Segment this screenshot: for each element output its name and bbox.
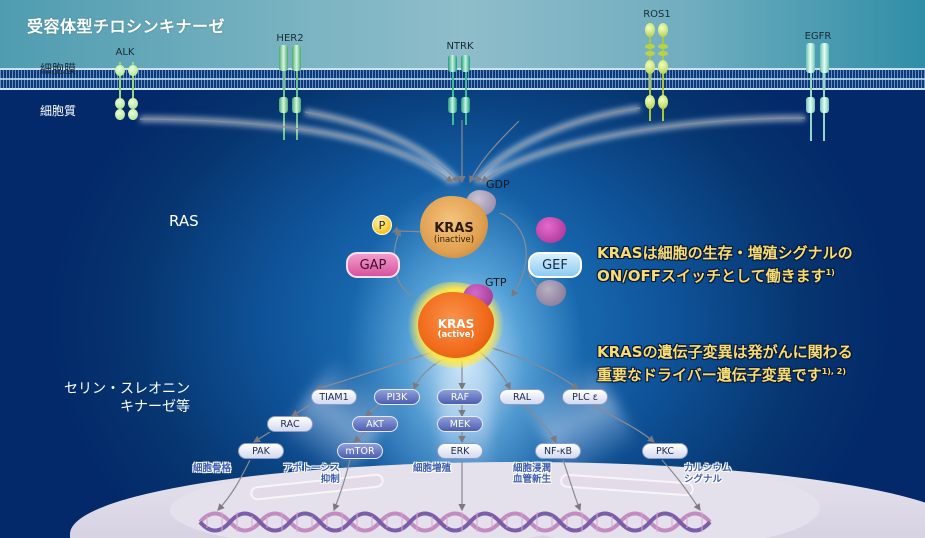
callout-driver-line2: 重要なドライバー遺伝子変異です xyxy=(597,366,822,384)
effect-proliferation: 細胞増殖 xyxy=(413,463,451,474)
effect-proliferation-line1: 細胞増殖 xyxy=(413,463,452,474)
node-mtor: mTOR xyxy=(337,443,383,459)
effect-invasion-line2: 血管新生 xyxy=(513,474,552,485)
receptor-label-ntrk: NTRK xyxy=(446,41,474,52)
effect-cytoskeleton-line1: 細胞骨格 xyxy=(193,463,232,474)
kras-active-state: (active) xyxy=(437,330,475,340)
gtp-label: GTP xyxy=(485,276,507,289)
gdp-label: GDP xyxy=(486,178,510,191)
kras-active-blob xyxy=(418,292,494,358)
effect-apoptosis-line2: 抑制 xyxy=(320,474,340,485)
cell-membrane xyxy=(0,68,925,90)
receptor-label-her2: HER2 xyxy=(276,33,304,44)
callout-driver-line1: KRASの遺伝子変異は発がんに関わる xyxy=(597,343,853,361)
released-gdp-molecule xyxy=(536,280,566,306)
phosphate-icon: P xyxy=(372,215,392,235)
node-mek: MEK xyxy=(437,416,483,432)
callout-driver: KRASの遺伝子変異は発がんに関わる 重要なドライバー遺伝子変異です1), 2) xyxy=(597,343,853,385)
receptor-label-ros1: ROS1 xyxy=(643,9,671,20)
dna-helix xyxy=(198,511,712,533)
effect-calcium-line2: シグナル xyxy=(684,474,723,485)
kras-active-label: KRAS (active) xyxy=(418,318,494,340)
ras-label: RAS xyxy=(169,212,199,230)
kras-inactive-blob xyxy=(420,196,488,258)
kras-inactive-name: KRAS xyxy=(434,221,474,236)
node-pi3k: PI3K xyxy=(374,389,420,405)
effect-apoptosis-suppression: アポトーシス 抑制 xyxy=(283,463,340,485)
gap-pill: GAP xyxy=(346,252,400,278)
kras-inactive-state: (inactive) xyxy=(433,235,475,245)
node-tiam1: TIAM1 xyxy=(311,389,357,405)
callout-switch-line2: ON/OFFスイッチとして働きます xyxy=(597,267,826,285)
kinase-label-line2: キナーゼ等 xyxy=(120,399,190,415)
node-akt: AKT xyxy=(352,416,398,432)
effect-apoptosis-line1: アポトーシス xyxy=(283,463,340,474)
effect-calcium-signal: カルシウム シグナル xyxy=(684,463,732,485)
receptor-label-alk: ALK xyxy=(115,47,135,58)
effect-invasion-line1: 細胞浸潤 xyxy=(513,463,552,474)
gef-molecule xyxy=(536,217,566,243)
effect-calcium-line1: カルシウム xyxy=(684,463,732,474)
callout-driver-ref: 1), 2) xyxy=(821,367,846,376)
kras-active-name: KRAS xyxy=(437,317,475,331)
node-raf: RAF xyxy=(437,389,483,405)
kinase-label: セリン・スレオニン キナーゼ等 xyxy=(40,380,190,416)
node-nfkb: NF-κB xyxy=(535,443,581,459)
node-plce: PLC ε xyxy=(562,389,608,405)
kinase-label-line1: セリン・スレオニン xyxy=(64,381,190,397)
node-pak: PAK xyxy=(238,443,284,459)
membrane-label: 細胞膜 xyxy=(40,62,77,76)
node-rac: RAC xyxy=(267,416,313,432)
node-pkc: PKC xyxy=(642,443,688,459)
page-title: 受容体型チロシンキナーゼ xyxy=(27,17,226,36)
callout-switch-ref: 1) xyxy=(825,268,835,277)
node-ral: RAL xyxy=(499,389,545,405)
node-erk: ERK xyxy=(437,443,483,459)
callout-switch: KRASは細胞の生存・増殖シグナルの ON/OFFスイッチとして働きます1) xyxy=(597,244,853,286)
effect-invasion-angiogenesis: 細胞浸潤 血管新生 xyxy=(513,463,551,485)
callout-switch-line1: KRASは細胞の生存・増殖シグナルの xyxy=(597,244,853,262)
gef-pill: GEF xyxy=(528,252,582,278)
cytoplasm-label: 細胞質 xyxy=(40,104,77,118)
effect-cytoskeleton: 細胞骨格 xyxy=(193,463,231,474)
receptor-label-egfr: EGFR xyxy=(804,31,832,42)
kras-inactive-label: KRAS (inactive) xyxy=(420,222,488,245)
